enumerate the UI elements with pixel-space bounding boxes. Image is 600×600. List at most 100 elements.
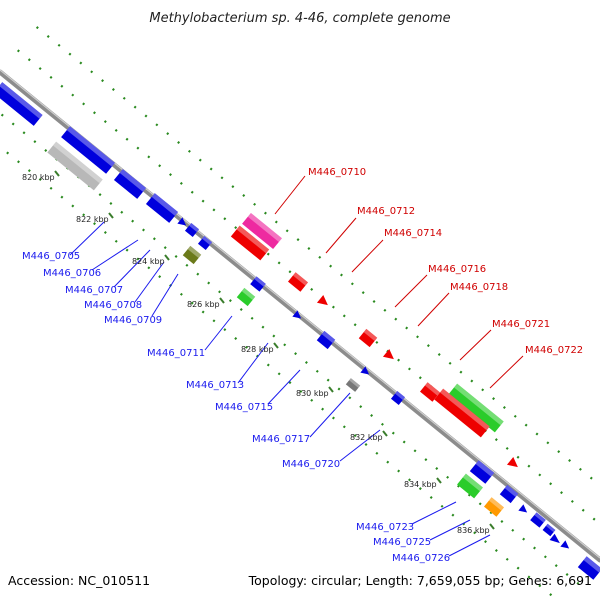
gene-label-m446-0709[interactable]: M446_0709 <box>104 315 162 326</box>
gene-label-m446-0715[interactable]: M446_0715 <box>215 402 273 413</box>
gene-block <box>448 383 504 433</box>
leader-line <box>448 534 491 557</box>
gene-feature[interactable] <box>434 388 490 438</box>
gene-feature[interactable] <box>530 512 546 528</box>
gene-arrow <box>382 348 394 360</box>
gene-feature[interactable] <box>250 276 266 292</box>
tick-label: 826 kbp <box>187 300 220 309</box>
leader-line <box>274 175 306 215</box>
gene-label-m446-0716[interactable]: M446_0716 <box>428 264 486 275</box>
gene-label-m446-0718[interactable]: M446_0718 <box>450 282 508 293</box>
gene-feature[interactable] <box>542 523 556 537</box>
gene-highlight <box>504 484 519 498</box>
gene-label-m446-0717[interactable]: M446_0717 <box>252 434 310 445</box>
gene-highlight <box>545 523 556 533</box>
gene-feature[interactable] <box>288 272 308 292</box>
guide-dot-line <box>16 49 600 526</box>
gene-label-m446-0720[interactable]: M446_0720 <box>282 459 340 470</box>
gene-highlight <box>236 225 270 254</box>
gene-label-m446-0707[interactable]: M446_0707 <box>65 285 123 296</box>
leader-line <box>113 249 151 288</box>
gene-block <box>47 141 103 191</box>
leader-line <box>394 274 428 308</box>
leader-line <box>309 392 351 438</box>
gene-label-m446-0721[interactable]: M446_0721 <box>492 319 550 330</box>
gene-feature[interactable] <box>316 294 331 309</box>
gene-feature[interactable] <box>230 225 270 261</box>
gene-highlight <box>241 287 256 301</box>
gene-feature[interactable] <box>292 310 303 321</box>
gene-feature[interactable] <box>242 212 282 250</box>
summary-text: Topology: circular; Length: 7,659,055 bp… <box>248 573 592 588</box>
leader-line <box>417 292 450 327</box>
gene-highlight <box>395 390 406 400</box>
gene-arrow <box>518 504 528 513</box>
gene-block <box>358 328 378 348</box>
gene-feature[interactable] <box>577 556 600 580</box>
gene-label-m446-0708[interactable]: M446_0708 <box>84 300 142 311</box>
gene-feature[interactable] <box>145 193 179 223</box>
gene-arrow <box>506 456 518 468</box>
gene-feature[interactable] <box>518 504 529 515</box>
gene-feature[interactable] <box>177 217 188 228</box>
gene-highlight <box>189 222 200 232</box>
gene-highlight <box>254 276 266 287</box>
gene-feature[interactable] <box>236 287 256 307</box>
gene-feature[interactable] <box>47 141 103 191</box>
gene-label-m446-0706[interactable]: M446_0706 <box>43 268 101 279</box>
gene-highlight <box>454 383 504 426</box>
gene-highlight <box>475 460 495 477</box>
tick-label: 836 kbp <box>457 526 490 535</box>
gene-block <box>420 382 440 402</box>
gene-label-m446-0714[interactable]: M446_0714 <box>384 228 442 239</box>
gene-feature[interactable] <box>182 245 202 265</box>
gene-label-m446-0712[interactable]: M446_0712 <box>357 206 415 217</box>
gene-feature[interactable] <box>184 222 200 238</box>
gene-feature[interactable] <box>457 473 483 499</box>
leader-line <box>267 369 301 405</box>
gene-feature[interactable] <box>469 460 495 484</box>
gene-label-m446-0710[interactable]: M446_0710 <box>308 167 366 178</box>
gene-label-m446-0722[interactable]: M446_0722 <box>525 345 583 356</box>
gene-feature[interactable] <box>420 382 440 402</box>
gene-feature[interactable] <box>113 169 147 199</box>
gene-block <box>469 460 495 484</box>
tick-label: 822 kbp <box>76 215 109 224</box>
gene-feature[interactable] <box>484 497 504 517</box>
gene-feature[interactable] <box>448 383 504 433</box>
gene-feature[interactable] <box>316 330 336 350</box>
gene-feature[interactable] <box>360 366 371 377</box>
tick-mark <box>436 477 442 484</box>
gene-block <box>434 388 490 438</box>
gene-label-m446-0725[interactable]: M446_0725 <box>373 537 431 548</box>
gene-feature[interactable] <box>506 456 521 471</box>
gene-label-m446-0711[interactable]: M446_0711 <box>147 348 205 359</box>
leader-line <box>325 217 357 254</box>
gene-feature[interactable] <box>549 533 563 547</box>
gene-highlight <box>247 212 282 242</box>
tick-mark <box>489 523 495 530</box>
gene-arrow <box>292 310 302 319</box>
gene-block <box>230 225 270 261</box>
gene-label-m446-0713[interactable]: M446_0713 <box>186 380 244 391</box>
gene-feature[interactable] <box>560 540 571 551</box>
gene-feature[interactable] <box>61 126 115 174</box>
gene-feature[interactable] <box>197 235 213 251</box>
gene-feature[interactable] <box>0 82 43 126</box>
gene-feature[interactable] <box>345 378 361 392</box>
leader-line <box>69 221 105 256</box>
plus-strand-labels: M446_0710 M446_0712 M446_0714 M446_0716 … <box>308 167 583 356</box>
gene-block <box>182 245 202 265</box>
gene-label-m446-0705[interactable]: M446_0705 <box>22 251 80 262</box>
gene-feature[interactable] <box>382 348 397 363</box>
leader-line <box>151 273 179 317</box>
gene-label-m446-0726[interactable]: M446_0726 <box>392 553 450 564</box>
gene-feature[interactable] <box>499 484 519 504</box>
gene-feature[interactable] <box>358 328 378 348</box>
tick-label: 828 kbp <box>241 345 274 354</box>
gene-highlight <box>462 473 483 492</box>
gene-feature[interactable] <box>390 390 406 406</box>
gene-label-m446-0723[interactable]: M446_0723 <box>356 522 414 533</box>
tick-label: 824 kbp <box>132 257 165 266</box>
